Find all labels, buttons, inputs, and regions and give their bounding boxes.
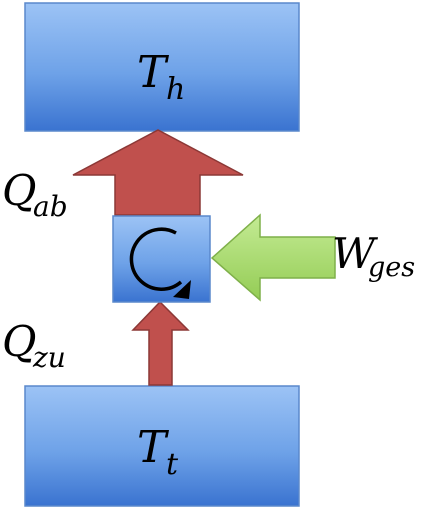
cycle-arrow-icon <box>129 227 183 291</box>
cold-reservoir-symbol: T <box>137 422 170 473</box>
cold-reservoir-box <box>24 385 300 507</box>
heat-out-symbol: Q <box>2 166 36 215</box>
heat-in-label: Q zu <box>2 317 66 374</box>
work-label: W ges <box>332 229 415 283</box>
work-arrow <box>210 213 336 302</box>
cycle-arrowhead-icon <box>173 280 191 299</box>
cold-reservoir: T t <box>24 385 300 507</box>
cold-reservoir-subscript: t <box>166 447 179 482</box>
hot-reservoir-subscript: h <box>166 72 185 107</box>
heat-out-arrow <box>72 129 244 216</box>
heat-out-subscript: ab <box>33 190 68 223</box>
hot-reservoir-box <box>24 2 300 132</box>
work-symbol: W <box>332 229 379 278</box>
heat-out-label: Q ab <box>2 166 68 223</box>
heat-in-symbol: Q <box>2 317 36 366</box>
heat-in-subscript: zu <box>32 341 66 374</box>
work-subscript: ges <box>368 252 415 283</box>
hot-reservoir-symbol: T <box>137 47 170 98</box>
hot-reservoir: T h <box>24 2 300 132</box>
heat-in-arrow <box>131 300 190 386</box>
heat-pump-machine <box>112 215 211 303</box>
